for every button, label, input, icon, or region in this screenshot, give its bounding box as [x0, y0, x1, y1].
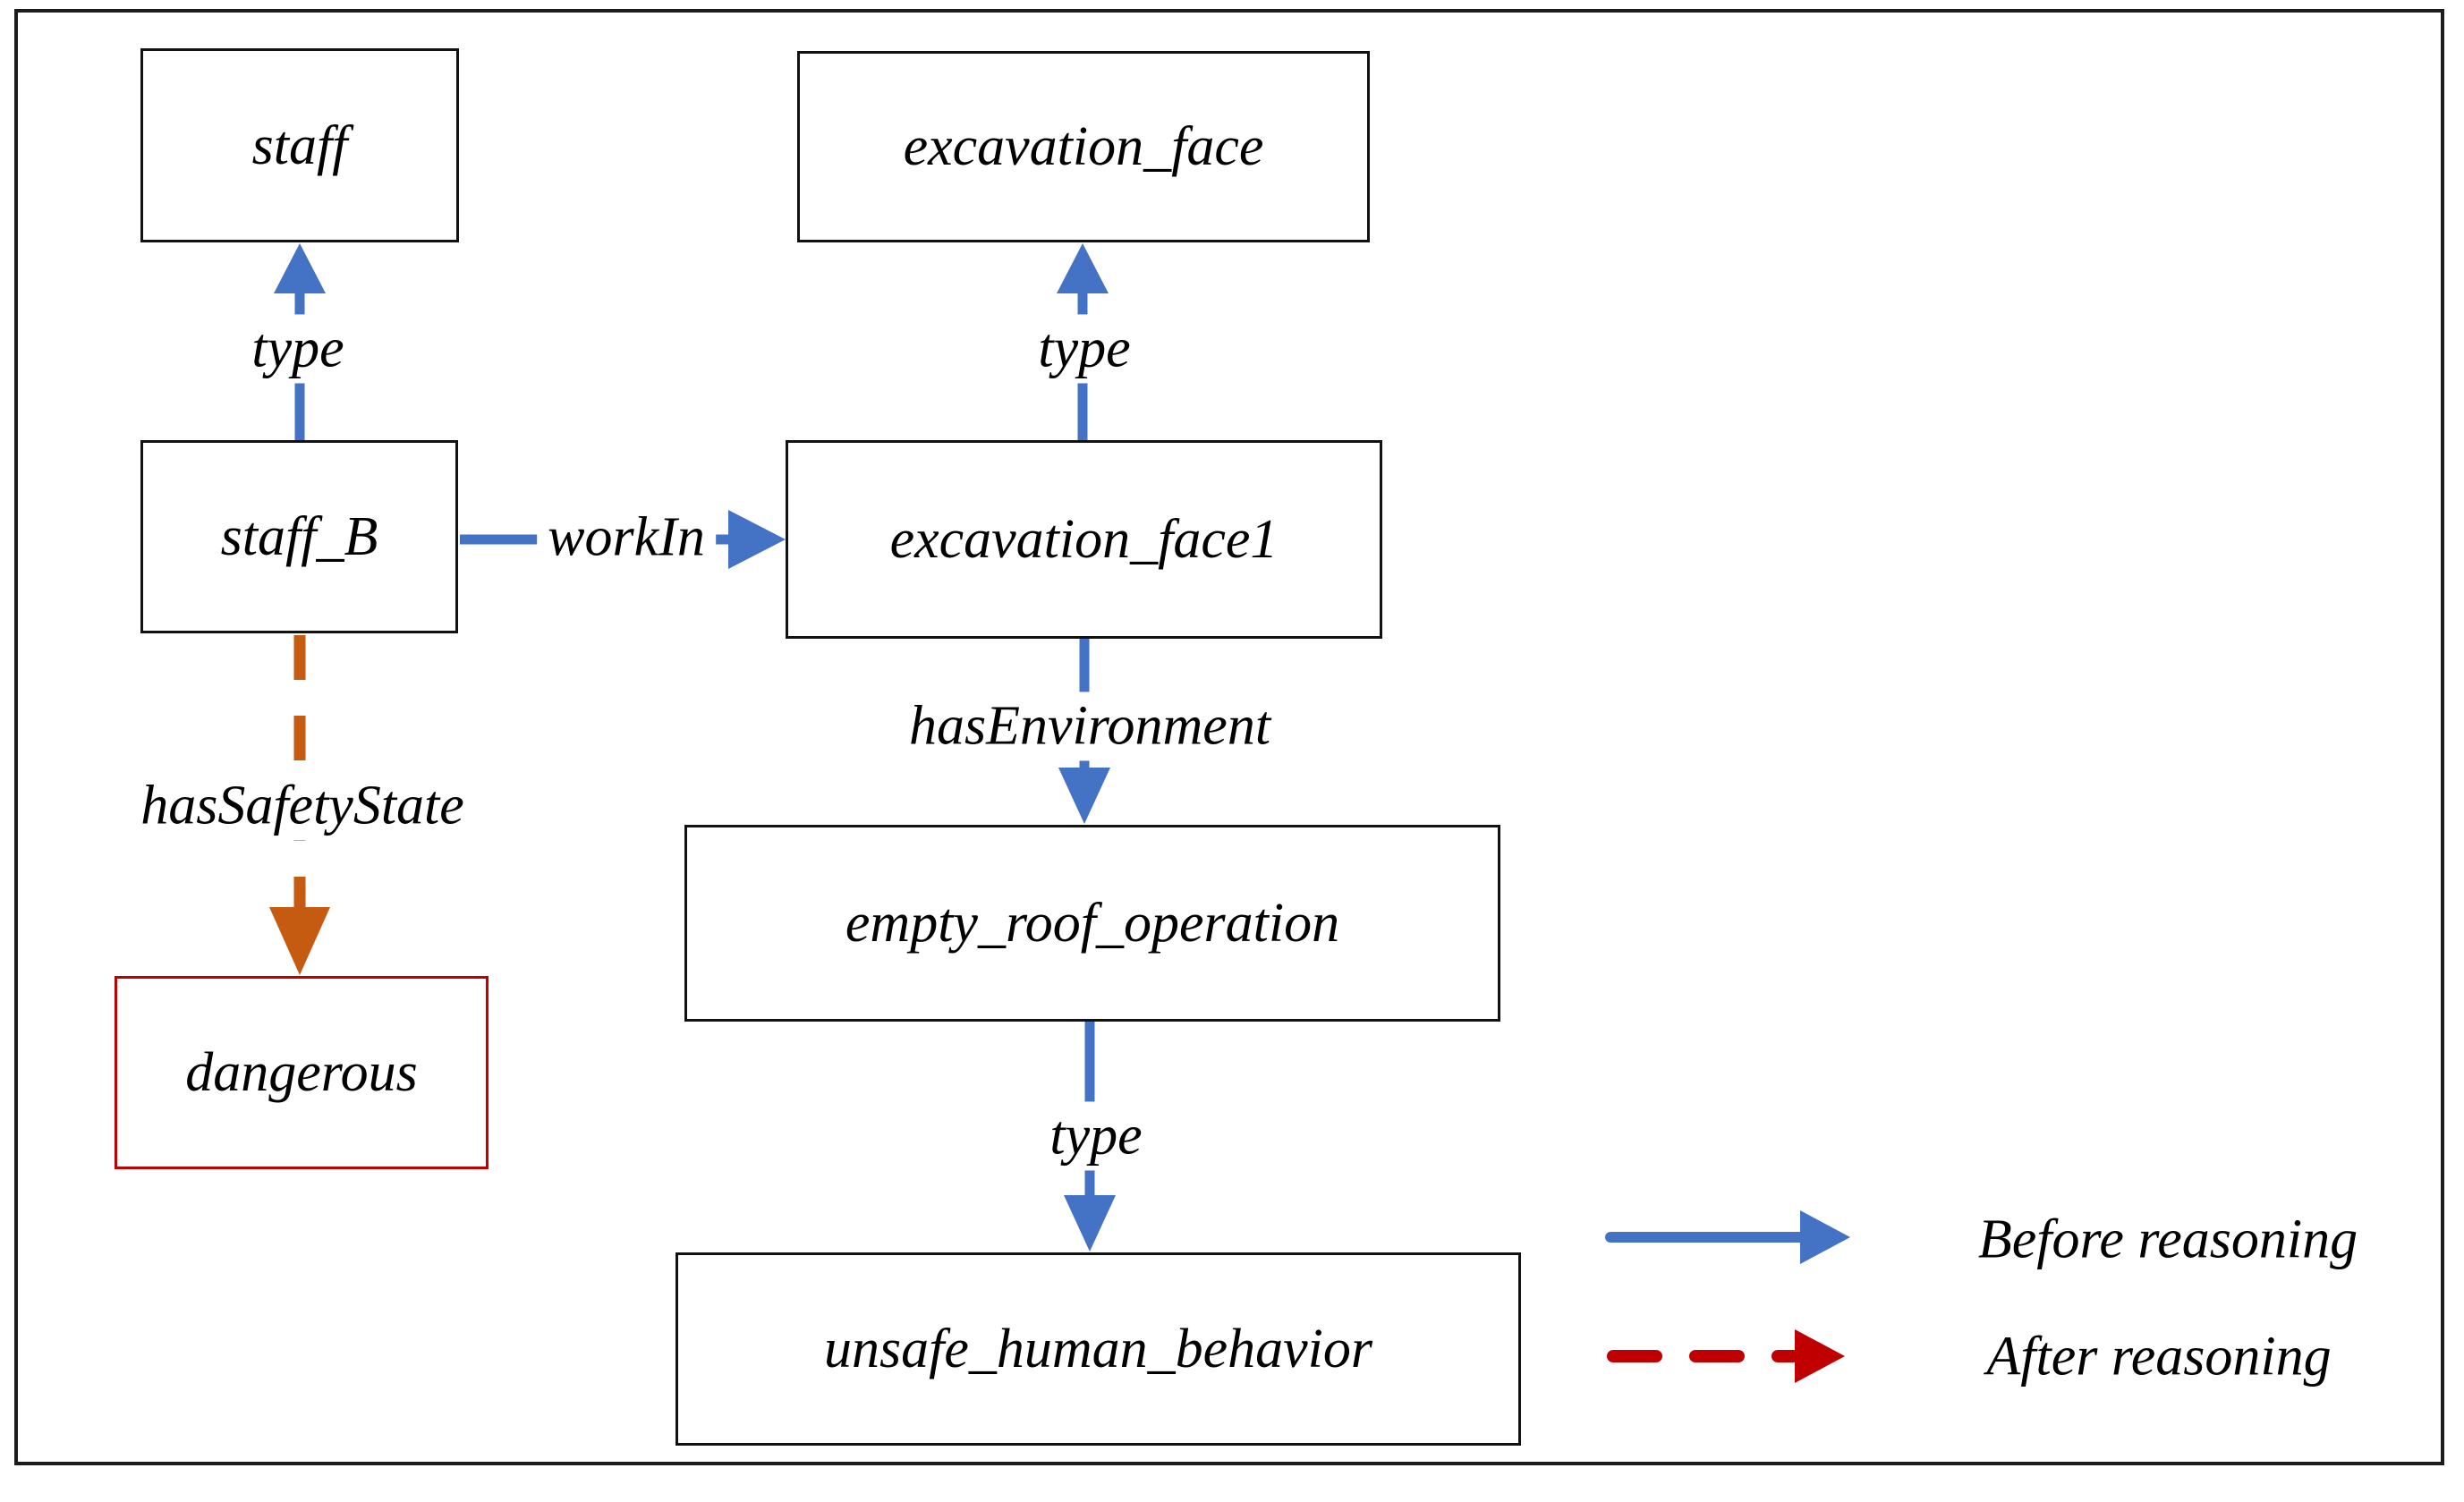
node-label: unsafe_human_behavior: [823, 1319, 1373, 1379]
edge-label-hassafetystate: hasSafetyState: [130, 771, 475, 841]
legend-after-arrow-icon: [1607, 1329, 1845, 1383]
node-excavation-face1: excavation_face1: [786, 440, 1382, 639]
arrowhead-down-icon: [1064, 1195, 1116, 1252]
node-label: staff_B: [220, 506, 378, 567]
node-dangerous: dangerous: [115, 976, 489, 1169]
edge-label-workin: workIn: [537, 503, 716, 573]
node-empty-roof-operation: empty_roof_operation: [684, 825, 1500, 1022]
node-excavation-face: excavation_face: [797, 51, 1370, 242]
arrowhead-down-icon: [1058, 768, 1110, 824]
arrowhead-right-icon: [1800, 1210, 1850, 1264]
arrowhead-up-icon: [274, 243, 326, 293]
arrowhead-right-icon: [1795, 1329, 1845, 1383]
legend-label-after-reasoning: After reasoning: [1986, 1326, 2332, 1387]
node-unsafe-human-behavior: unsafe_human_behavior: [675, 1252, 1521, 1446]
node-staff: staff: [140, 48, 459, 242]
node-label: dangerous: [185, 1042, 418, 1103]
edge-hassafetystate: [269, 635, 330, 975]
arrowhead-right-icon: [728, 510, 786, 569]
node-label: excavation_face: [903, 116, 1264, 177]
legend-before-arrow-icon: [1605, 1210, 1850, 1264]
edge-label-type-middle: type: [1027, 314, 1142, 384]
node-label: excavation_face1: [889, 509, 1279, 570]
arrowhead-down-icon: [269, 907, 330, 975]
node-label: staff: [251, 115, 348, 176]
edge-label-hasenvironment: hasEnvironment: [897, 692, 1282, 761]
legend-label-before-reasoning: Before reasoning: [1977, 1209, 2358, 1270]
node-label: empty_roof_operation: [845, 893, 1340, 954]
node-staff-b: staff_B: [140, 440, 458, 633]
edge-label-type-bottom: type: [1039, 1101, 1153, 1171]
diagram-border: [14, 9, 2444, 1465]
edge-label-type-left: type: [241, 314, 355, 384]
arrowhead-up-icon: [1057, 243, 1109, 293]
